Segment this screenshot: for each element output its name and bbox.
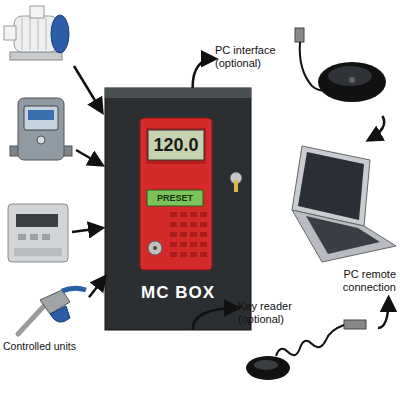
laptop: PC remote connection [280, 140, 398, 298]
brand-name: MC BOX [105, 282, 251, 304]
mc-box-cabinet [105, 88, 251, 330]
key-reader-illustration [246, 320, 366, 380]
flow-arrow [89, 277, 105, 297]
component-label: PC remote connection [310, 268, 396, 294]
flow-arrow [369, 116, 385, 140]
controller-illustration [8, 204, 68, 262]
flow-meter-illustration [10, 98, 72, 160]
component-label: Key reader (optional) [238, 300, 316, 326]
pc-interface: PC interface (optional) [215, 28, 397, 116]
input-arrow [74, 66, 102, 112]
flow-arrow [193, 308, 238, 330]
flow-arrow [193, 59, 215, 88]
component-label: Controlled units [3, 340, 89, 353]
input-arrow [72, 228, 102, 232]
control-box: 120.0PRESET MC BOX [105, 88, 251, 330]
key-reader: Key reader (optional) [238, 298, 378, 398]
component-label: PC interface (optional) [215, 44, 289, 70]
display-value: 120.0 [148, 132, 204, 158]
input-arrow [76, 150, 102, 165]
controlled-unit: Controlled units [3, 282, 89, 358]
laptop-illustration [292, 146, 396, 262]
nozzle-illustration [18, 288, 86, 334]
pc-interface-illustration [295, 28, 386, 102]
flow-arrow [378, 298, 389, 328]
preset-display: PRESET [147, 191, 203, 205]
pump-illustration [4, 6, 69, 60]
